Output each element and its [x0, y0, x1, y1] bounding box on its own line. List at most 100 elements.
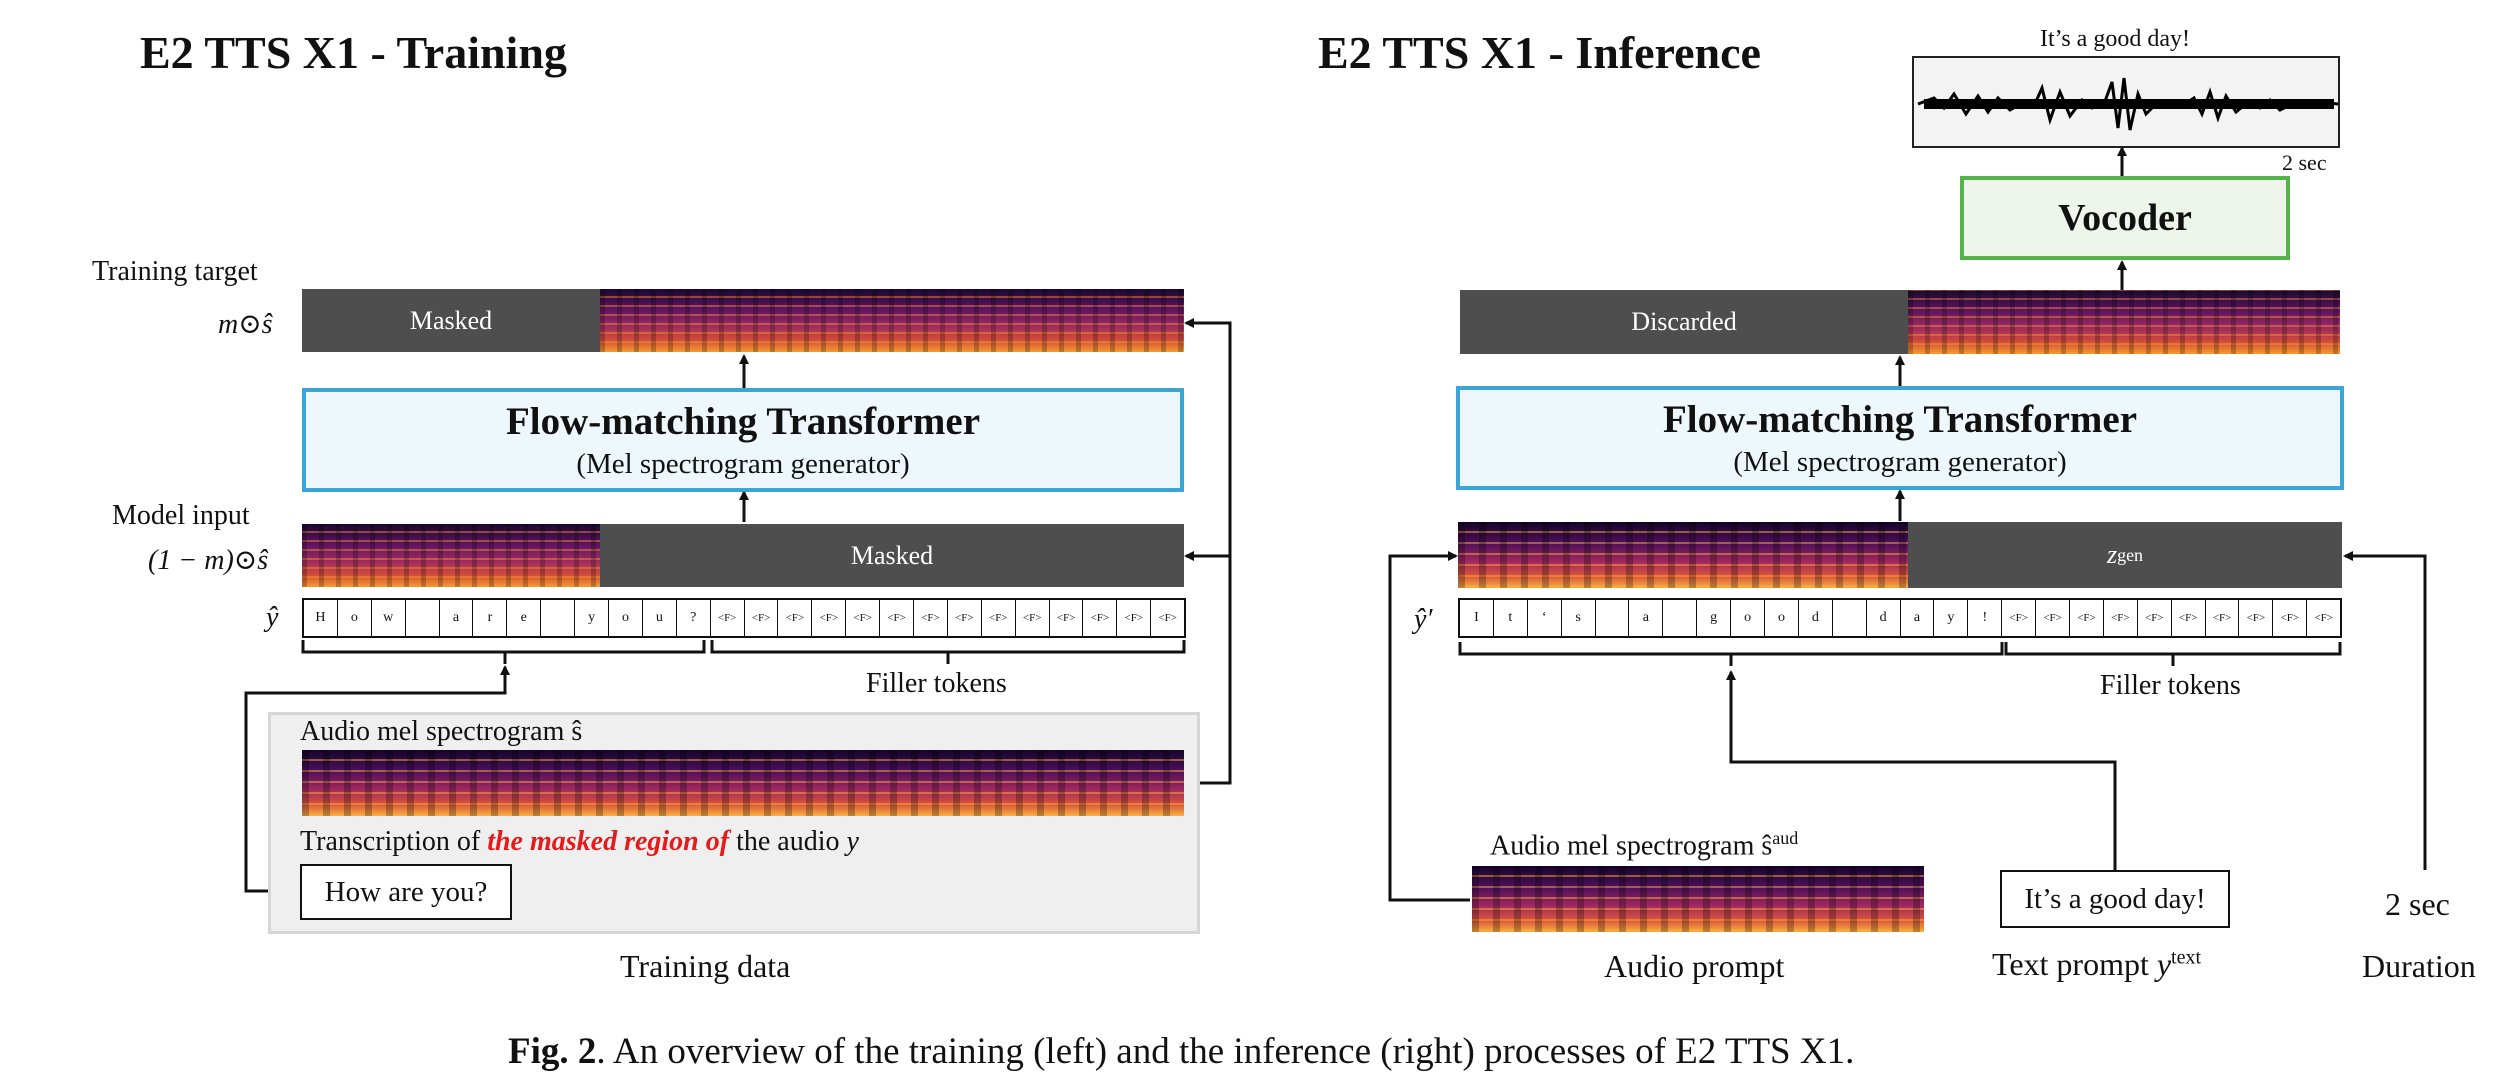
waveform-duration-tag: 2 sec [2282, 150, 2327, 175]
zgen-superscript: gen [2117, 544, 2144, 565]
inference-filler-token: <F> [2036, 600, 2071, 636]
waveform-box [1912, 56, 2340, 148]
training-filler-token: <F> [948, 600, 982, 636]
inference-title: E2 TTS X1 - Inference [1318, 27, 1761, 78]
inference-token: d [1867, 600, 1901, 636]
inference-text-prompt-box: It’s a good day! [2000, 870, 2230, 928]
inference-filler-token: <F> [2138, 600, 2172, 636]
inference-token: o [1765, 600, 1799, 636]
training-filler-token: <F> [982, 600, 1016, 636]
vocoder-box: Vocoder [1960, 176, 2290, 260]
training-target-math: m⊙ŝ [218, 309, 273, 340]
inference-audio-prompt-mel [1472, 866, 1924, 932]
training-filler-token: <F> [778, 600, 813, 636]
inference-token: I [1460, 600, 1494, 636]
training-token [541, 600, 576, 636]
inference-filler-label: Filler tokens [2100, 670, 2241, 701]
inference-token [1663, 600, 1698, 636]
inference-yprime: ŷ′ [1414, 604, 1433, 635]
zgen-symbol: z [2106, 540, 2118, 569]
inference-filler-token: <F> [2206, 600, 2240, 636]
brace-text-tokens [301, 640, 706, 664]
training-token: w [372, 600, 406, 636]
training-filler-token: <F> [1016, 600, 1050, 636]
inference-duration-footer: Duration [2362, 948, 2476, 984]
training-target-masked: Masked [302, 289, 600, 352]
inference-token: d [1799, 600, 1833, 636]
inference-discarded: Discarded [1460, 290, 1908, 354]
arrow-audio-to-target [1184, 318, 1232, 785]
inference-token: a [1901, 600, 1935, 636]
training-input-math: (1 − m)⊙ŝ [148, 545, 269, 576]
inference-token: s [1562, 600, 1596, 636]
training-input-masked: Masked [600, 524, 1184, 587]
training-filler-token: <F> [1050, 600, 1084, 636]
inference-filler-token: <F> [2002, 600, 2037, 636]
training-fmt-title: Flow-matching Transformer [505, 400, 981, 443]
training-fmt-box: Flow-matching Transformer (Mel spectrogr… [302, 388, 1184, 492]
arrow-duration-to-zgen [2343, 551, 2427, 870]
training-transcription-box: How are you? [300, 864, 512, 920]
inference-token: a [1629, 600, 1664, 636]
training-token: r [473, 600, 508, 636]
training-yhat: ŷ [266, 602, 279, 633]
training-token: y [575, 600, 610, 636]
figure-caption-text: . An overview of the training (left) and… [596, 1031, 1855, 1072]
transcription-red: the masked region of [487, 826, 730, 857]
arrow-transcription-to-tokens [244, 665, 510, 893]
inference-token: y [1934, 600, 1969, 636]
figure-caption: Fig. 2. An overview of the training (lef… [508, 1030, 1854, 1073]
inference-audio-label-text: Audio mel spectrogram ŝ [1490, 830, 1773, 862]
arrow-audio-prompt-to-input [1388, 551, 1470, 902]
training-token: o [609, 600, 643, 636]
waveform-caption: It’s a good day! [2040, 26, 2190, 52]
inference-duration-value: 2 sec [2385, 886, 2450, 922]
training-token: ? [677, 600, 711, 636]
training-input-mel [302, 524, 600, 587]
waveform-graphic [1917, 77, 2338, 131]
inference-token: t [1494, 600, 1528, 636]
inference-token: ! [1968, 600, 2003, 636]
training-filler-token: <F> [1083, 600, 1118, 636]
inference-token [1833, 600, 1867, 636]
inference-audio-footer: Audio prompt [1604, 948, 1785, 984]
training-token: H [304, 600, 338, 636]
inference-token [1596, 600, 1630, 636]
training-target-label: Training target [92, 256, 258, 287]
training-filler-token: <F> [711, 600, 745, 636]
inference-filler-token: <F> [2104, 600, 2138, 636]
training-fmt-subtitle: (Mel spectrogram generator) [576, 448, 910, 480]
training-filler-token: <F> [914, 600, 948, 636]
inference-token: g [1697, 600, 1732, 636]
inference-output-mel [1908, 290, 2340, 354]
training-filler-token: <F> [812, 600, 847, 636]
inference-text-footer-sup: text [2171, 946, 2202, 969]
training-target-mel [600, 289, 1184, 352]
inference-text-footer-label: Text prompt [1992, 946, 2157, 982]
training-audio-mel [302, 750, 1184, 816]
inference-audio-label: Audio mel spectrogram ŝaud [1490, 828, 1798, 862]
training-footer: Training data [620, 948, 791, 984]
training-token: u [643, 600, 677, 636]
brace-text-tokens-inf [1458, 642, 2004, 666]
inference-filler-token: <F> [2239, 600, 2274, 636]
inference-text-footer-y: y [2156, 946, 2172, 982]
arrow-text-prompt-to-tokens [1726, 670, 2117, 870]
inference-filler-token: <F> [2273, 600, 2308, 636]
brace-filler-tokens [710, 640, 1186, 664]
training-filler-label: Filler tokens [866, 668, 1007, 699]
inference-filler-token: <F> [2070, 600, 2104, 636]
training-filler-token: <F> [880, 600, 915, 636]
inference-audio-label-sup: aud [1772, 828, 1799, 848]
inference-token: o [1731, 600, 1766, 636]
training-transcription-line: Transcription of the masked region of th… [300, 826, 859, 858]
inference-input-mel [1458, 522, 1908, 588]
inference-filler-token: <F> [2314, 612, 2333, 624]
training-token [406, 600, 440, 636]
training-audio-label: Audio mel spectrogram ŝ [300, 716, 583, 747]
transcription-y: y [846, 826, 859, 857]
